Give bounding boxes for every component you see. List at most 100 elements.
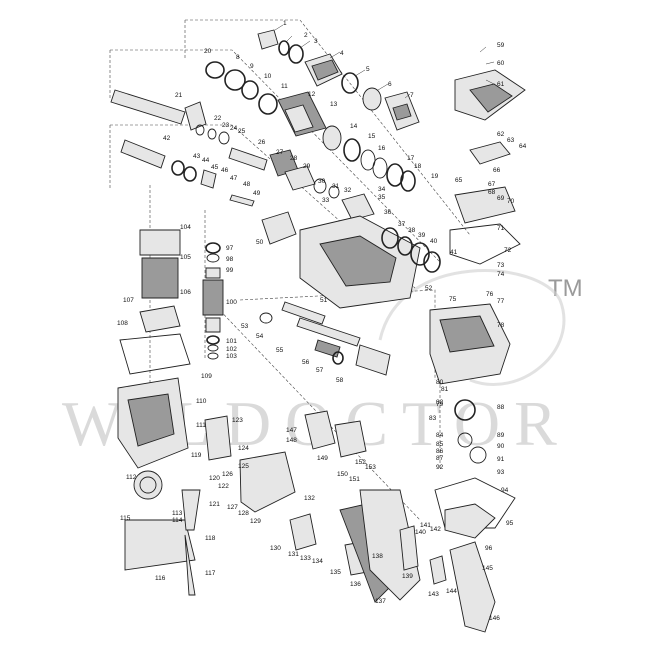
callout-109: 109 bbox=[201, 373, 212, 380]
callout-97: 97 bbox=[226, 245, 234, 252]
callout-98: 98 bbox=[226, 256, 234, 263]
callout-32: 32 bbox=[344, 187, 352, 194]
callout-153: 153 bbox=[365, 464, 376, 471]
callout-122: 122 bbox=[218, 483, 229, 490]
armature-column bbox=[202, 242, 224, 360]
callout-34: 34 bbox=[378, 186, 386, 193]
callout-116: 116 bbox=[155, 575, 166, 582]
callout-107: 107 bbox=[123, 297, 134, 304]
tool-holder-row bbox=[110, 61, 416, 192]
callout-26: 26 bbox=[258, 139, 266, 146]
callout-53: 53 bbox=[241, 323, 249, 330]
callout-148: 148 bbox=[286, 437, 297, 444]
callout-75: 75 bbox=[449, 296, 457, 303]
callout-112: 112 bbox=[126, 474, 137, 481]
callout-131: 131 bbox=[288, 551, 299, 558]
callout-41: 41 bbox=[450, 249, 458, 256]
callout-88: 88 bbox=[497, 404, 505, 411]
callout-152: 152 bbox=[355, 459, 366, 466]
callout-31: 31 bbox=[332, 183, 340, 190]
callout-61: 61 bbox=[497, 81, 505, 88]
callout-127: 127 bbox=[227, 504, 238, 511]
callout-89: 89 bbox=[497, 432, 505, 439]
callout-81: 81 bbox=[441, 386, 449, 393]
callout-83: 83 bbox=[429, 415, 437, 422]
callout-68: 68 bbox=[488, 189, 496, 196]
callout-96: 96 bbox=[485, 545, 493, 552]
callout-110: 110 bbox=[196, 398, 207, 405]
callout-49: 49 bbox=[253, 190, 261, 197]
callout-64: 64 bbox=[519, 143, 527, 150]
callout-36: 36 bbox=[384, 209, 392, 216]
callout-2: 2 bbox=[304, 32, 308, 39]
callout-48: 48 bbox=[243, 181, 251, 188]
callout-142: 142 bbox=[430, 526, 441, 533]
callout-132: 132 bbox=[304, 495, 315, 502]
callout-87: 87 bbox=[436, 455, 444, 462]
callout-labels: 1 2 3 4 5 6 7 8 9 10 11 12 13 14 15 16 1… bbox=[117, 20, 527, 622]
callout-30: 30 bbox=[318, 178, 326, 185]
callout-124: 124 bbox=[238, 445, 249, 452]
callout-28: 28 bbox=[290, 155, 298, 162]
callout-147: 147 bbox=[286, 427, 297, 434]
callout-102: 102 bbox=[226, 346, 237, 353]
callout-11: 11 bbox=[281, 83, 288, 90]
callout-14: 14 bbox=[350, 123, 358, 130]
callout-57: 57 bbox=[316, 367, 324, 374]
callout-77: 77 bbox=[497, 298, 505, 305]
callout-21: 21 bbox=[175, 92, 183, 99]
callout-76: 76 bbox=[486, 291, 494, 298]
callout-16: 16 bbox=[378, 145, 386, 152]
callout-39: 39 bbox=[418, 232, 426, 239]
callout-56: 56 bbox=[302, 359, 310, 366]
callout-106: 106 bbox=[180, 289, 191, 296]
callout-133: 133 bbox=[300, 555, 311, 562]
callout-58: 58 bbox=[336, 377, 344, 384]
callout-60: 60 bbox=[497, 60, 505, 67]
callout-126: 126 bbox=[222, 471, 233, 478]
callout-17: 17 bbox=[407, 155, 415, 162]
callout-55: 55 bbox=[276, 347, 284, 354]
callout-120: 120 bbox=[209, 475, 220, 482]
callout-62: 62 bbox=[497, 131, 505, 138]
piston-row bbox=[120, 139, 375, 221]
lower-cover bbox=[124, 470, 201, 596]
callout-70: 70 bbox=[507, 198, 515, 205]
callout-23: 23 bbox=[222, 122, 230, 129]
callout-63: 63 bbox=[507, 137, 515, 144]
callout-71: 71 bbox=[497, 225, 505, 232]
callout-29: 29 bbox=[303, 163, 311, 170]
callout-7: 7 bbox=[410, 92, 414, 99]
watermark-swirl bbox=[378, 269, 566, 386]
callout-4: 4 bbox=[340, 50, 344, 57]
callout-95: 95 bbox=[506, 520, 514, 527]
callout-91: 91 bbox=[497, 456, 505, 463]
stator-column bbox=[119, 229, 191, 375]
callout-46: 46 bbox=[221, 167, 229, 174]
callout-86: 86 bbox=[436, 448, 444, 455]
callout-85: 85 bbox=[436, 441, 444, 448]
callout-45: 45 bbox=[211, 164, 219, 171]
callout-123: 123 bbox=[232, 417, 243, 424]
callout-72: 72 bbox=[504, 247, 512, 254]
callout-1: 1 bbox=[283, 20, 287, 27]
callout-141: 141 bbox=[420, 522, 431, 529]
callout-111: 111 bbox=[196, 422, 206, 429]
callout-33: 33 bbox=[322, 197, 330, 204]
callout-128: 128 bbox=[238, 510, 249, 517]
callout-3: 3 bbox=[314, 38, 318, 45]
callout-44: 44 bbox=[202, 157, 210, 164]
callout-136: 136 bbox=[350, 581, 361, 588]
callout-18: 18 bbox=[414, 163, 422, 170]
callout-13: 13 bbox=[330, 101, 338, 108]
callout-137: 137 bbox=[375, 598, 386, 605]
callout-115: 115 bbox=[120, 515, 131, 522]
callout-138: 138 bbox=[372, 553, 383, 560]
callout-15: 15 bbox=[368, 133, 376, 140]
callout-22: 22 bbox=[214, 115, 222, 122]
callout-145: 145 bbox=[482, 565, 493, 572]
callout-121: 121 bbox=[209, 501, 220, 508]
callout-149: 149 bbox=[317, 455, 328, 462]
callout-10: 10 bbox=[264, 73, 272, 80]
